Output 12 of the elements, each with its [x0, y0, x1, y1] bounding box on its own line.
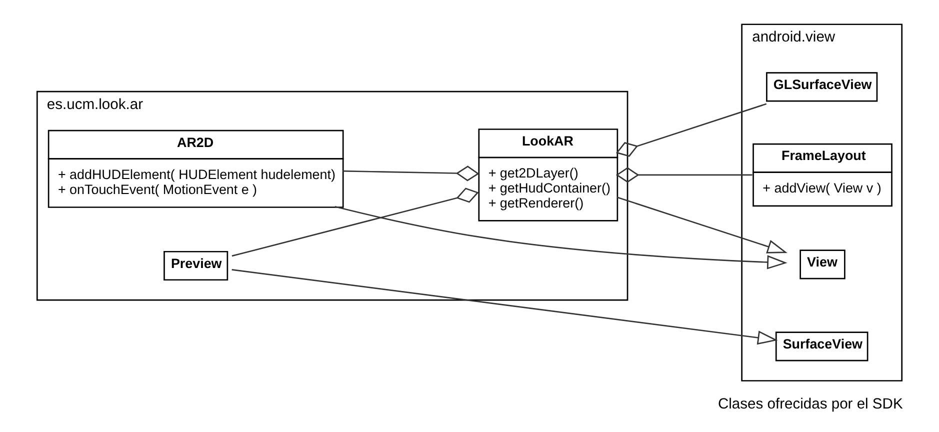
connector — [616, 103, 767, 157]
connector — [342, 166, 480, 182]
node-box: View — [800, 250, 846, 280]
arrow — [616, 196, 788, 254]
node-box: Preview — [164, 250, 228, 281]
connector — [616, 167, 752, 183]
arrow — [232, 269, 778, 345]
arrow — [334, 206, 788, 270]
caption: Clases ofrecidas por el SDK — [718, 396, 903, 413]
node-box: GLSurfaceView — [766, 72, 878, 102]
node-box: SurfaceView — [775, 332, 868, 362]
connector — [232, 188, 479, 257]
